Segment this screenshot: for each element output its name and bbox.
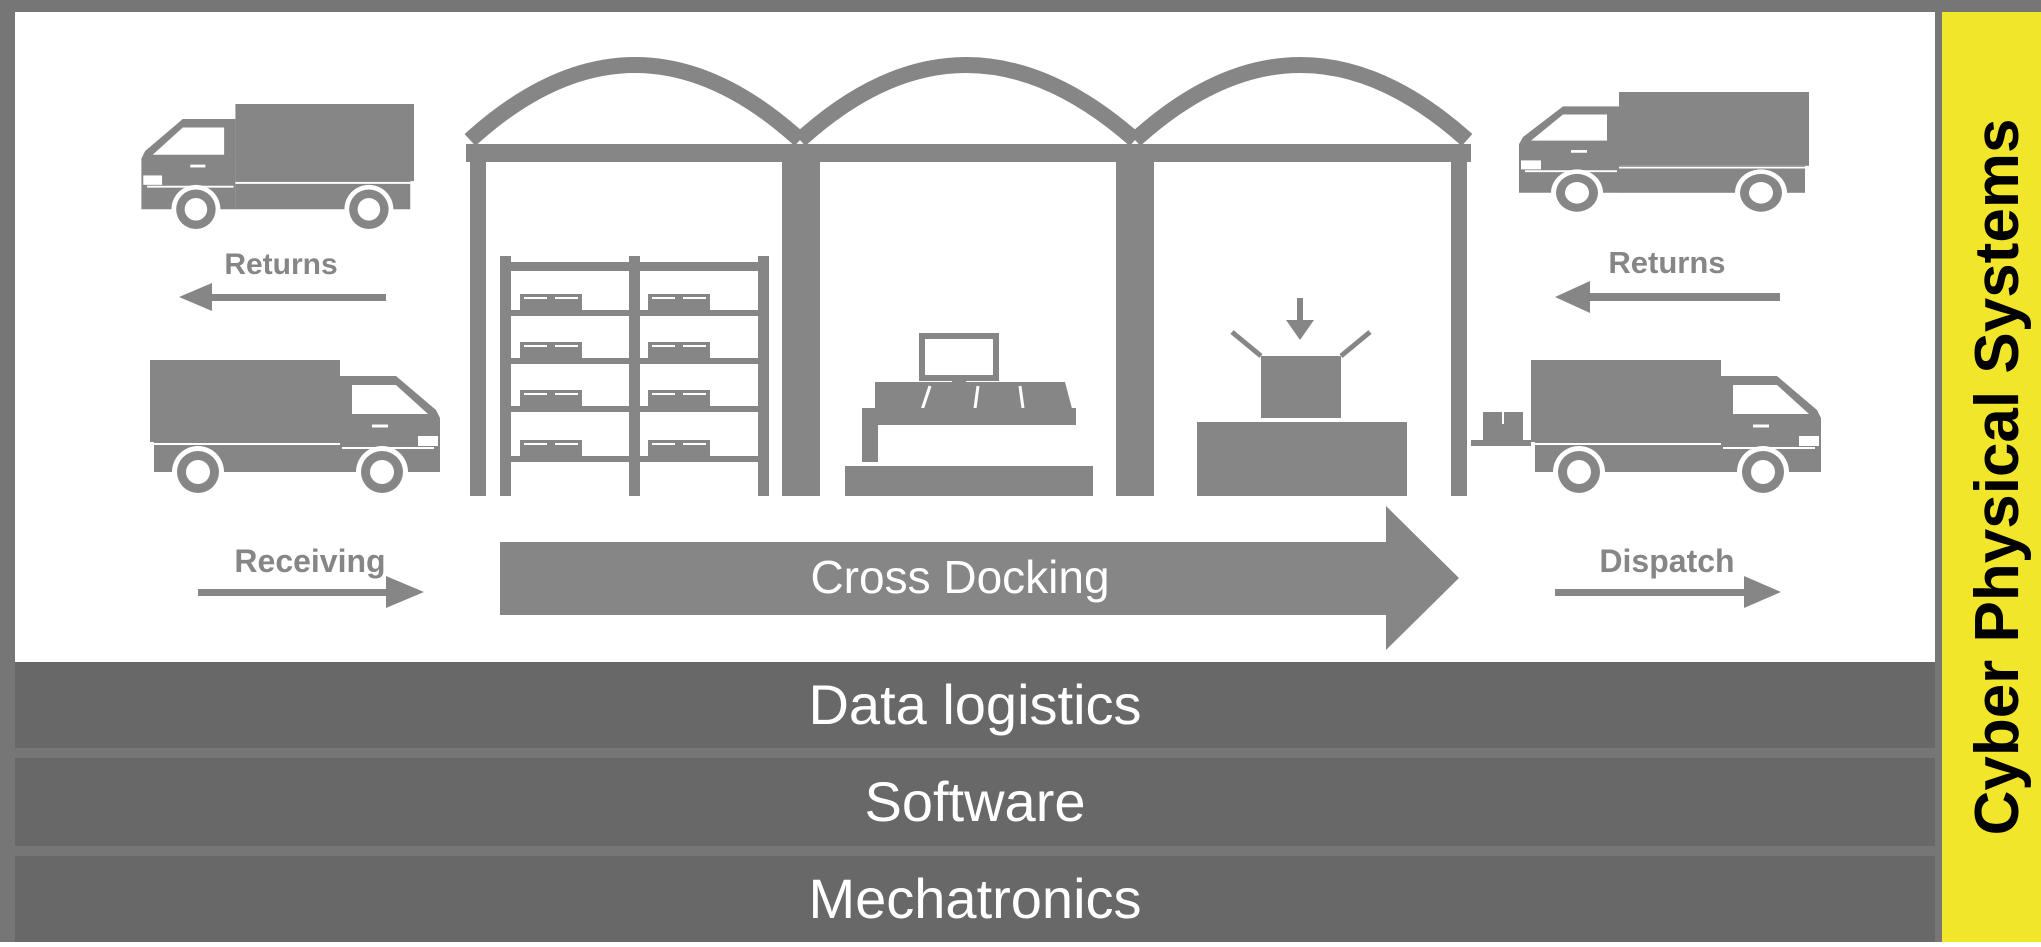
layer-software [15, 758, 1935, 846]
layer-data-logistics [15, 662, 1935, 748]
arrow-icon-returns-right [1555, 281, 1780, 313]
returns-right-label: Returns [1608, 245, 1725, 280]
layer-label-software: Software [865, 770, 1086, 833]
checkout-counter-icon [845, 333, 1093, 496]
returns-left-label: Returns [224, 248, 337, 281]
receiving-label: Receiving [234, 543, 385, 579]
cross-docking-label: Cross Docking [810, 551, 1109, 603]
cps-panel [1942, 12, 2041, 942]
arrow-icon-receiving [198, 576, 424, 608]
layer-mechatronics [15, 856, 1935, 942]
cps-label: Cyber Physical Systems [1963, 119, 2032, 836]
packing-box-icon [1197, 298, 1407, 496]
parcel-icon [1471, 412, 1531, 446]
dispatch-label: Dispatch [1599, 543, 1734, 579]
layer-label-data-logistics: Data logistics [808, 673, 1141, 736]
arrow-icon-returns-left [179, 283, 386, 311]
shelving-rack-icon [500, 256, 769, 496]
cross-docking-arrow [500, 506, 1459, 650]
layer-label-mechatronics: Mechatronics [808, 867, 1141, 930]
arrow-icon-dispatch [1555, 576, 1781, 608]
warehouse-icon [464, 57, 1473, 496]
